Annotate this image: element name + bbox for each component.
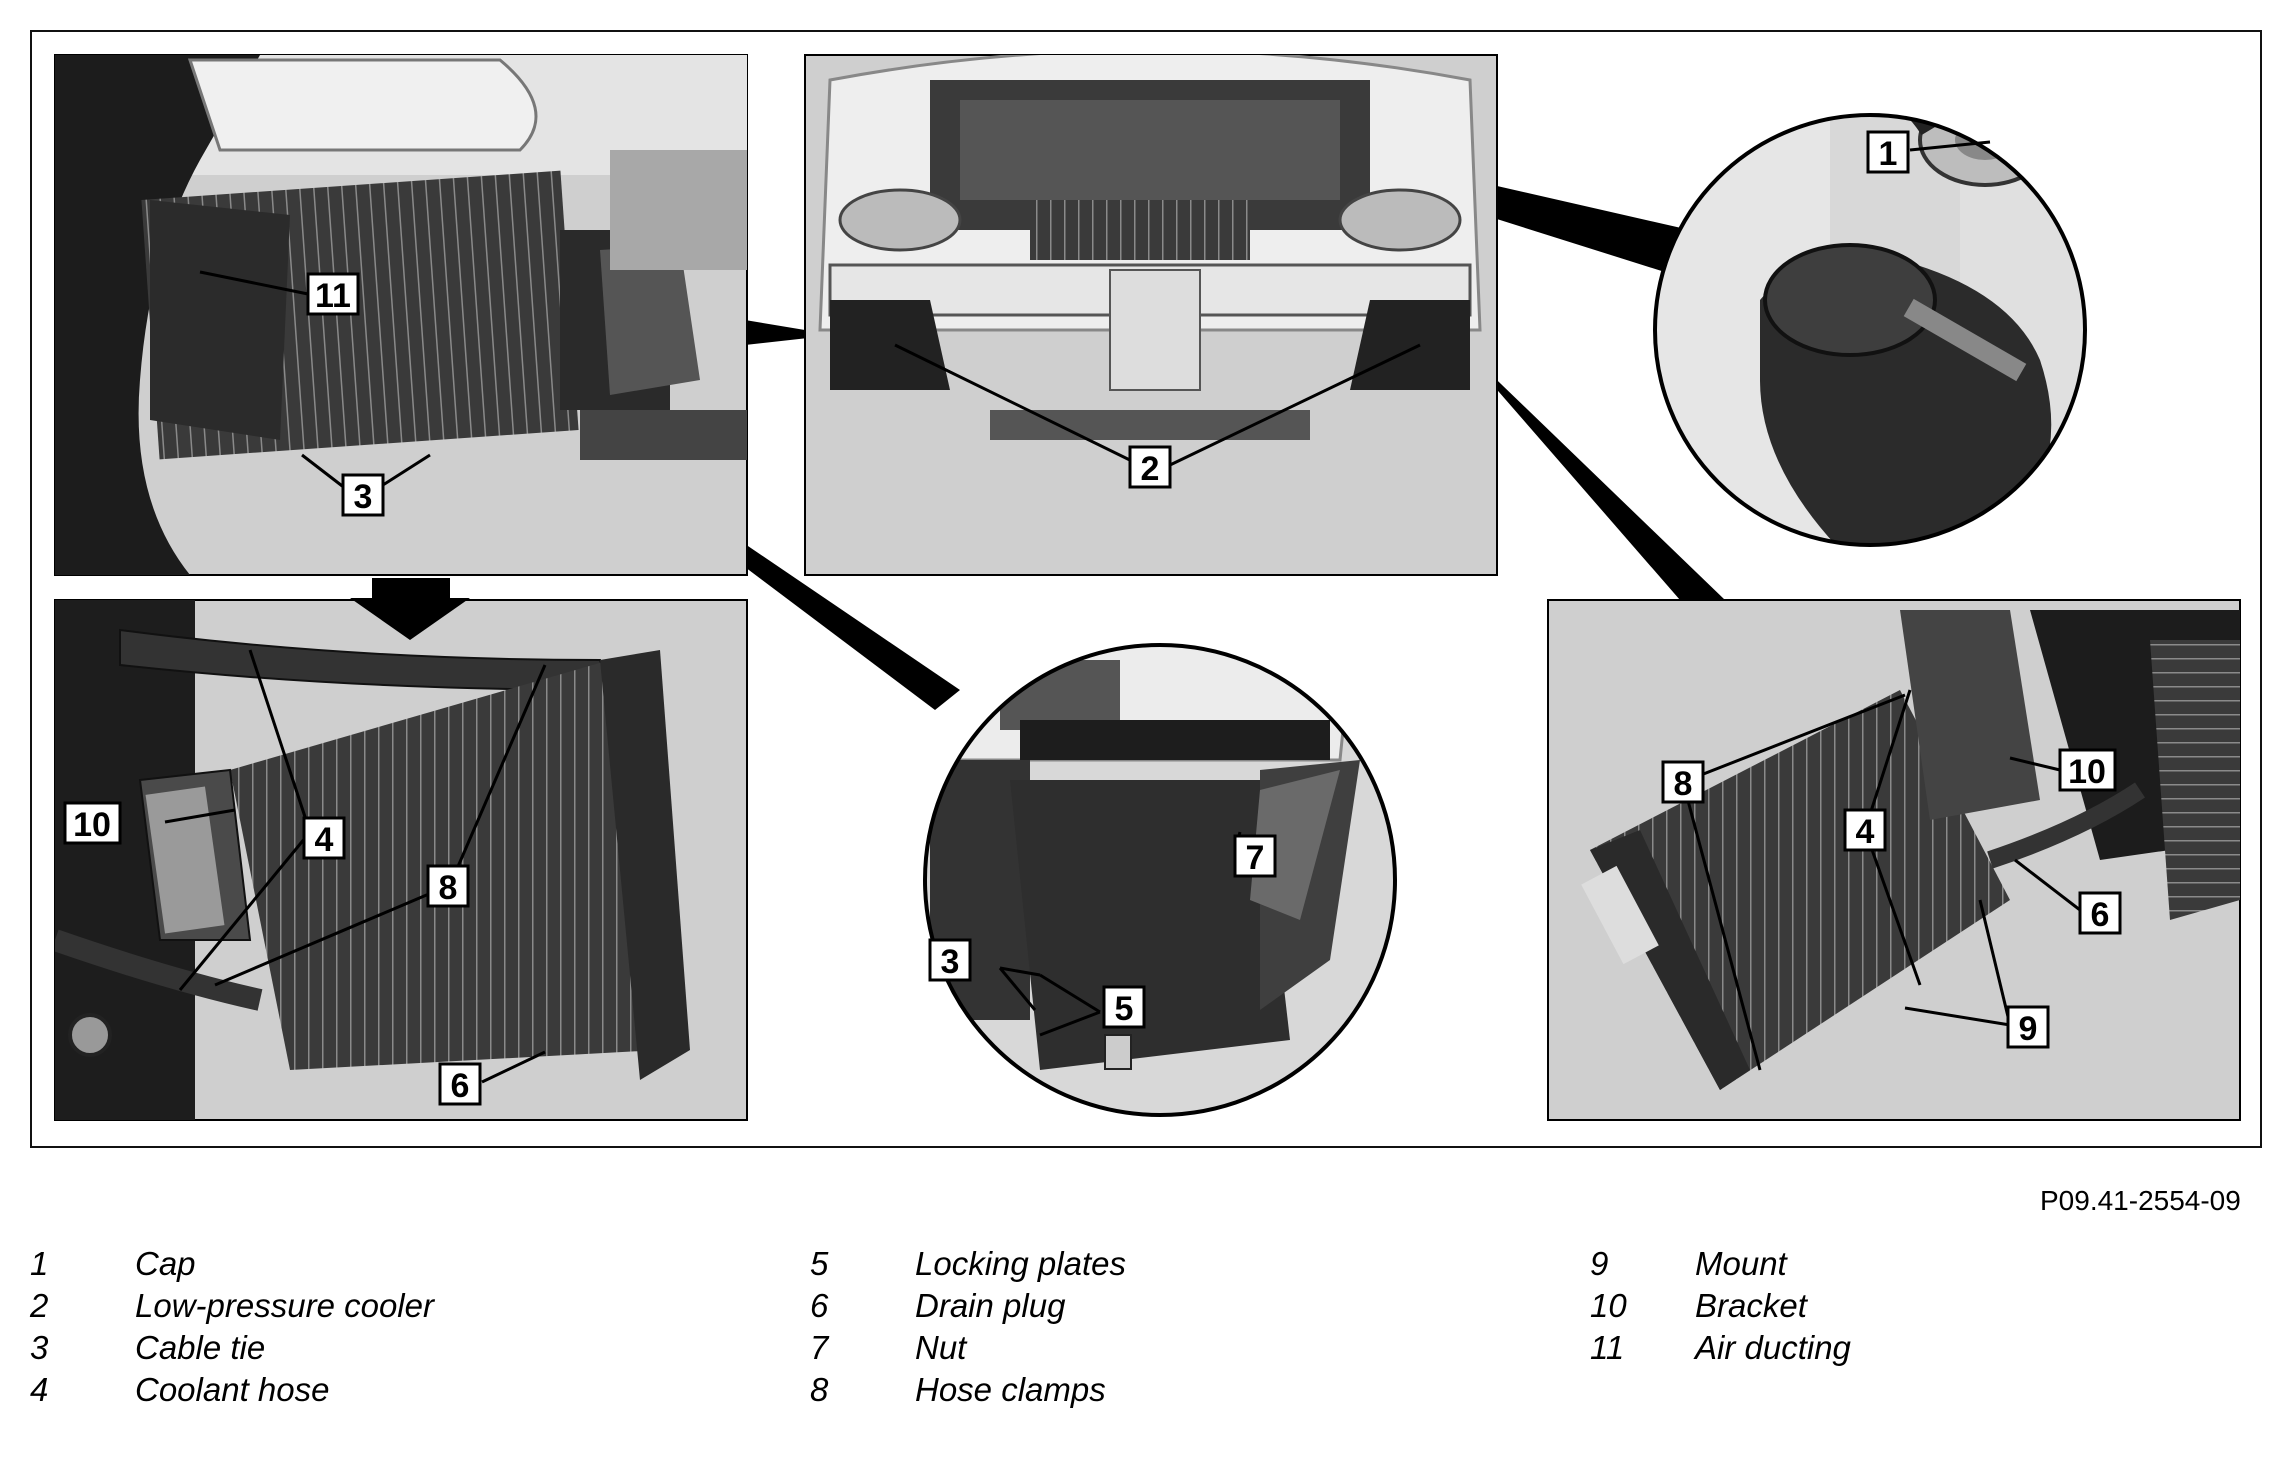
arrow-down-icon xyxy=(350,578,470,640)
callout-8-bottom-right: 8 xyxy=(1661,760,1705,804)
detail-circle-bottom xyxy=(923,643,1397,1117)
callout-9: 9 xyxy=(2006,1005,2050,1049)
callout-4-bottom-right: 4 xyxy=(1843,808,1887,852)
callout-4-bottom-left: 4 xyxy=(302,816,346,860)
callout-6-bottom-left: 6 xyxy=(438,1062,482,1106)
exploded-photo-diagram: 11 3 2 1 7 3 5 10 4 8 6 8 xyxy=(54,54,2241,1121)
svg-text:1: 1 xyxy=(1879,135,1898,173)
callout-10-bottom-left: 10 xyxy=(63,801,122,845)
callout-2: 2 xyxy=(1128,445,1172,489)
svg-text:10: 10 xyxy=(2068,753,2106,791)
photo-panel-top-middle xyxy=(804,54,1498,576)
callout-8-bottom-left: 8 xyxy=(426,864,470,908)
svg-text:2: 2 xyxy=(1141,450,1160,488)
photo-panel-bottom-right xyxy=(1547,599,2241,1121)
callout-5: 5 xyxy=(1102,985,1146,1029)
figure-reference: P09.41-2554-09 xyxy=(2040,1185,2241,1216)
callout-7: 7 xyxy=(1233,834,1277,878)
svg-text:8: 8 xyxy=(439,869,458,907)
callout-6-bottom-right: 6 xyxy=(2078,891,2122,935)
photo-panel-top-left xyxy=(54,54,748,576)
svg-text:9: 9 xyxy=(2019,1010,2038,1048)
svg-text:10: 10 xyxy=(73,806,111,844)
callout-3-circle: 3 xyxy=(928,938,972,982)
svg-text:11: 11 xyxy=(315,277,351,315)
svg-text:3: 3 xyxy=(941,943,960,981)
callout-11: 11 xyxy=(306,272,360,316)
svg-text:8: 8 xyxy=(1674,765,1693,803)
callout-3-top-left: 3 xyxy=(341,473,385,517)
leader-wedge-left xyxy=(745,320,835,345)
svg-text:3: 3 xyxy=(354,478,373,516)
svg-text:4: 4 xyxy=(315,821,334,859)
photo-panel-bottom-left xyxy=(54,599,748,1121)
leader-lines xyxy=(164,140,2081,1084)
callout-10-bottom-right: 10 xyxy=(2058,748,2117,792)
leader-wedge-bottom-right xyxy=(1445,330,1725,600)
callout-1: 1 xyxy=(1866,130,1910,174)
svg-text:5: 5 xyxy=(1115,990,1134,1028)
svg-text:7: 7 xyxy=(1246,839,1265,877)
svg-text:6: 6 xyxy=(2091,896,2110,934)
svg-text:6: 6 xyxy=(451,1067,470,1105)
svg-text:4: 4 xyxy=(1856,813,1875,851)
